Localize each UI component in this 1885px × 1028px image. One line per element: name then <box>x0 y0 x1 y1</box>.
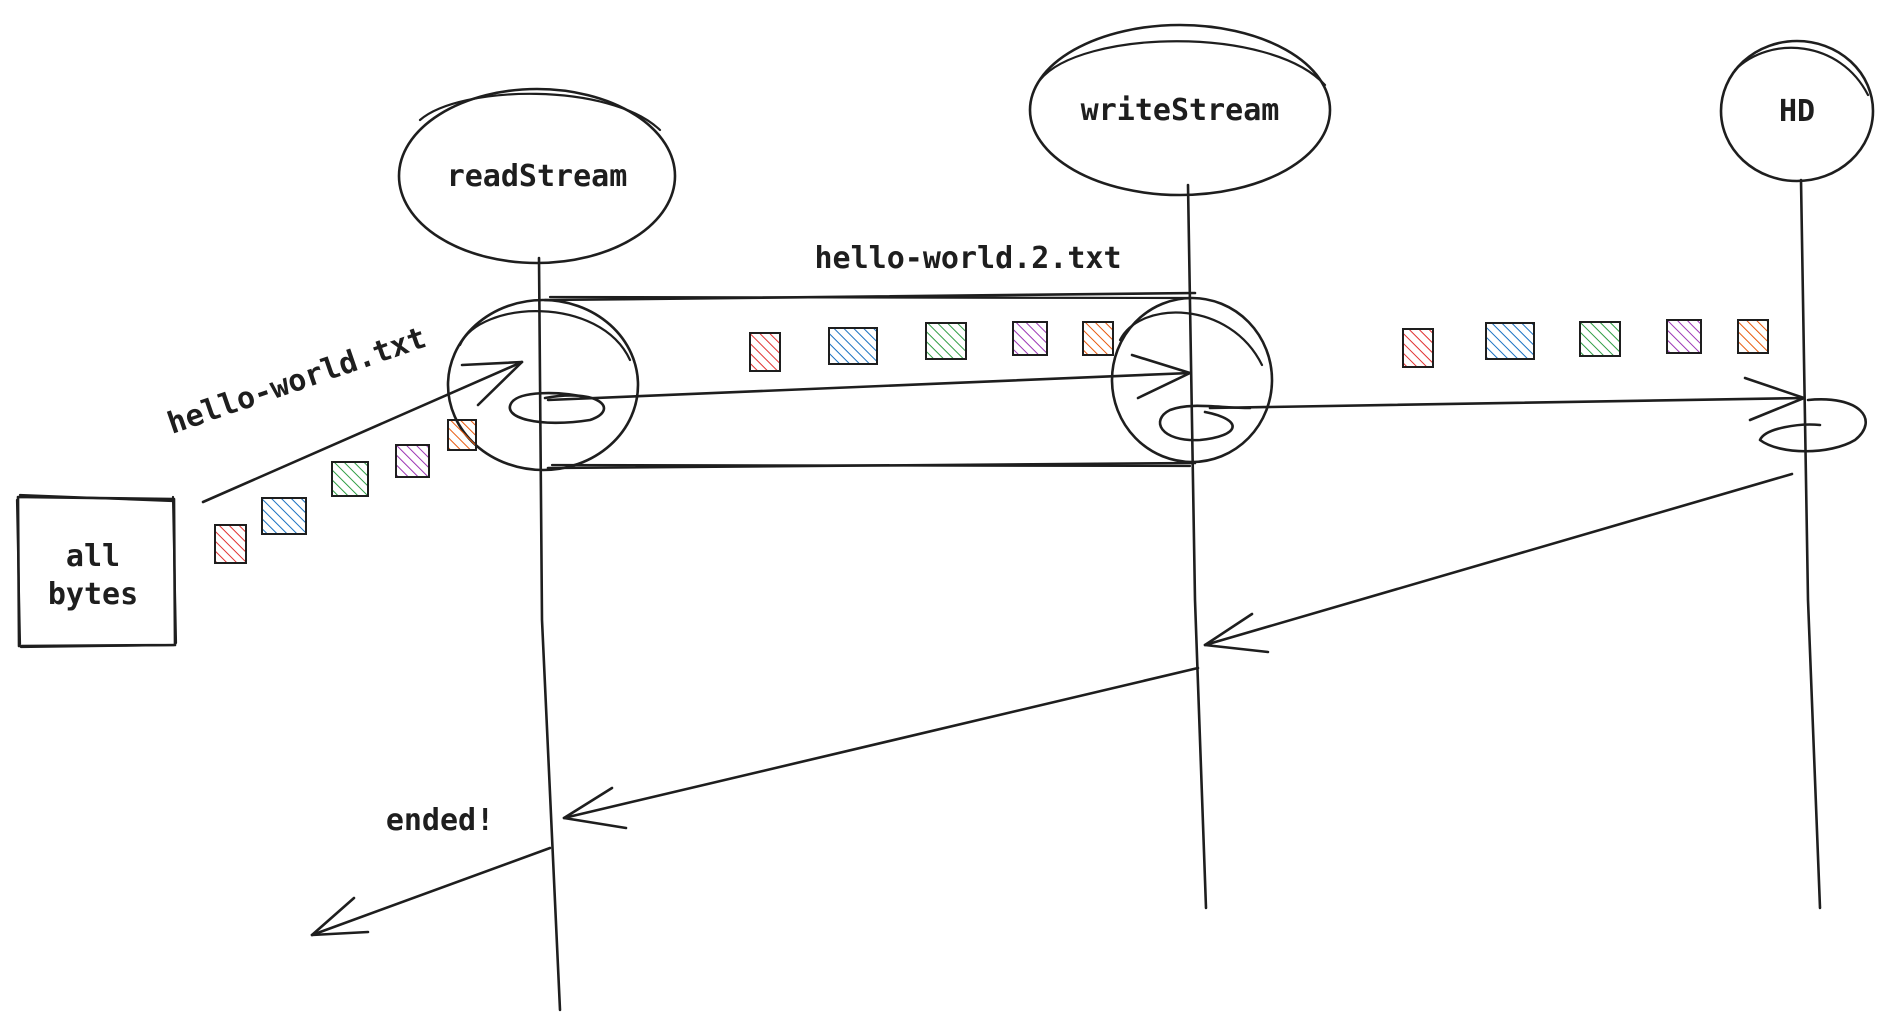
chunk-2-5 <box>1082 321 1114 356</box>
hd-ack-arrow <box>1203 472 1794 654</box>
source-box-line-2: bytes <box>48 577 138 612</box>
chunk-1-1 <box>214 524 247 564</box>
data-chunks <box>214 319 1769 564</box>
chunk-2-1 <box>749 332 781 372</box>
write-flow-arrow <box>1208 376 1806 422</box>
output-file-label: hello-world.2.txt <box>814 241 1121 276</box>
pipe-cylinder <box>446 291 1274 472</box>
input-file-label: hello-world.txt <box>163 320 431 441</box>
read-stream-label: readStream <box>447 159 628 194</box>
read-stream-node: readStream <box>397 87 677 265</box>
input-arrow <box>201 360 524 504</box>
chunk-3-5 <box>1737 319 1769 354</box>
ended-label: ended! <box>386 803 494 838</box>
source-box: all bytes <box>15 493 178 649</box>
write-ack-arrow <box>562 666 1200 830</box>
chunk-2-2 <box>828 327 878 365</box>
hd-node: HD <box>1719 39 1875 183</box>
hd-label: HD <box>1779 94 1815 129</box>
chunk-3-1 <box>1402 328 1434 368</box>
pipe-flow-arrow <box>546 353 1192 402</box>
ended-arrow <box>310 846 552 937</box>
write-stream-node: writeStream <box>1028 23 1332 197</box>
chunk-2-4 <box>1012 321 1048 356</box>
chunk-2-3 <box>925 322 967 360</box>
source-box-line-1: all <box>66 539 120 574</box>
chunk-1-5 <box>447 419 477 451</box>
chunk-3-3 <box>1579 321 1621 357</box>
write-stream-label: writeStream <box>1081 93 1280 128</box>
chunk-3-2 <box>1485 322 1535 360</box>
chunk-1-3 <box>331 461 369 497</box>
lifelines <box>537 178 1822 1012</box>
chunk-3-4 <box>1666 319 1702 354</box>
pipe-loops <box>508 391 1867 453</box>
chunk-1-4 <box>395 444 430 478</box>
chunk-1-2 <box>261 497 307 535</box>
